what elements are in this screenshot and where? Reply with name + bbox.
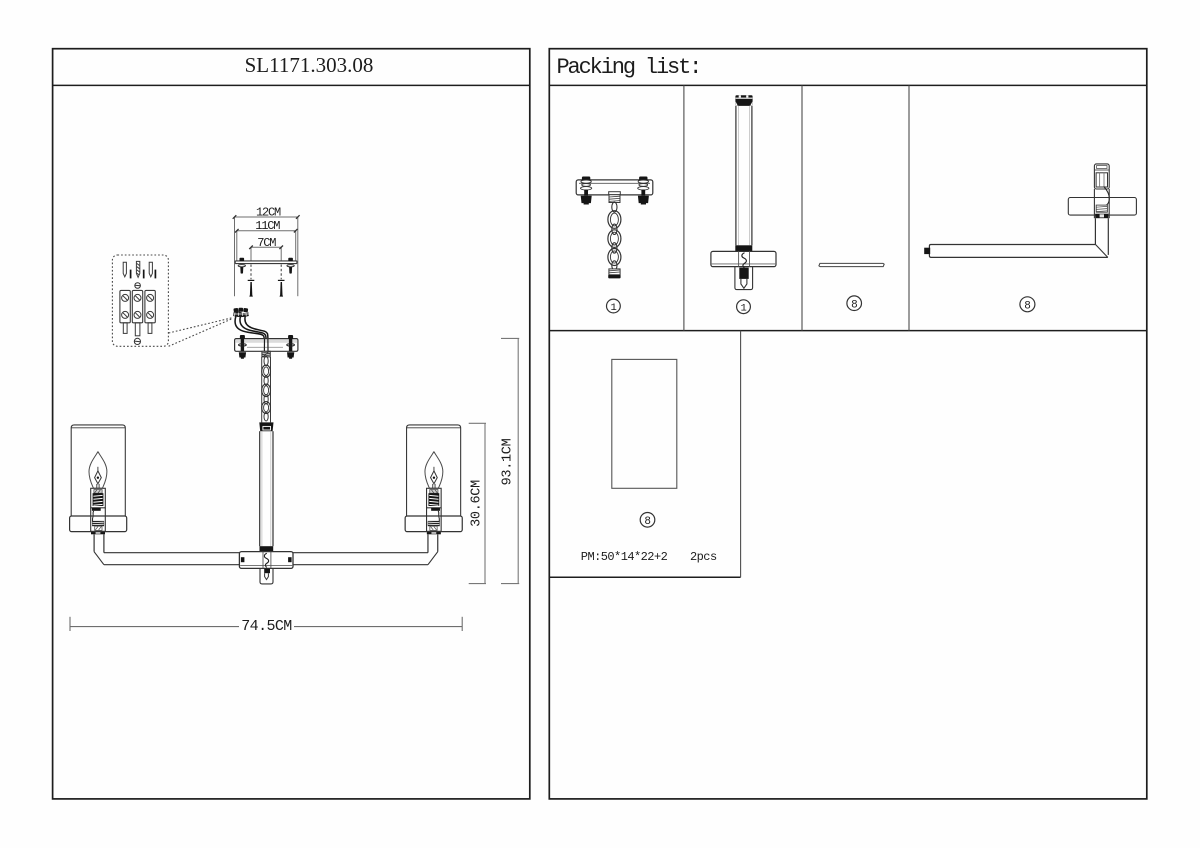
svg-text:8: 8 <box>644 516 651 528</box>
svg-text:7CM: 7CM <box>257 236 276 250</box>
svg-text:PM:50*14*22+2: PM:50*14*22+2 <box>581 550 668 564</box>
svg-text:SL1171.303.08: SL1171.303.08 <box>245 53 374 77</box>
svg-text:8: 8 <box>1024 301 1031 313</box>
svg-text:93.1CM: 93.1CM <box>500 438 515 485</box>
svg-text:74.5CM: 74.5CM <box>241 618 292 635</box>
svg-text:Packing list:: Packing list: <box>557 55 701 80</box>
svg-text:11CM: 11CM <box>255 219 280 233</box>
svg-text:30.6CM: 30.6CM <box>470 480 485 527</box>
svg-text:12CM: 12CM <box>256 206 281 220</box>
svg-text:1: 1 <box>610 302 616 314</box>
svg-text:1: 1 <box>741 303 747 315</box>
svg-text:2pcs: 2pcs <box>690 550 717 564</box>
svg-text:8: 8 <box>851 299 858 311</box>
